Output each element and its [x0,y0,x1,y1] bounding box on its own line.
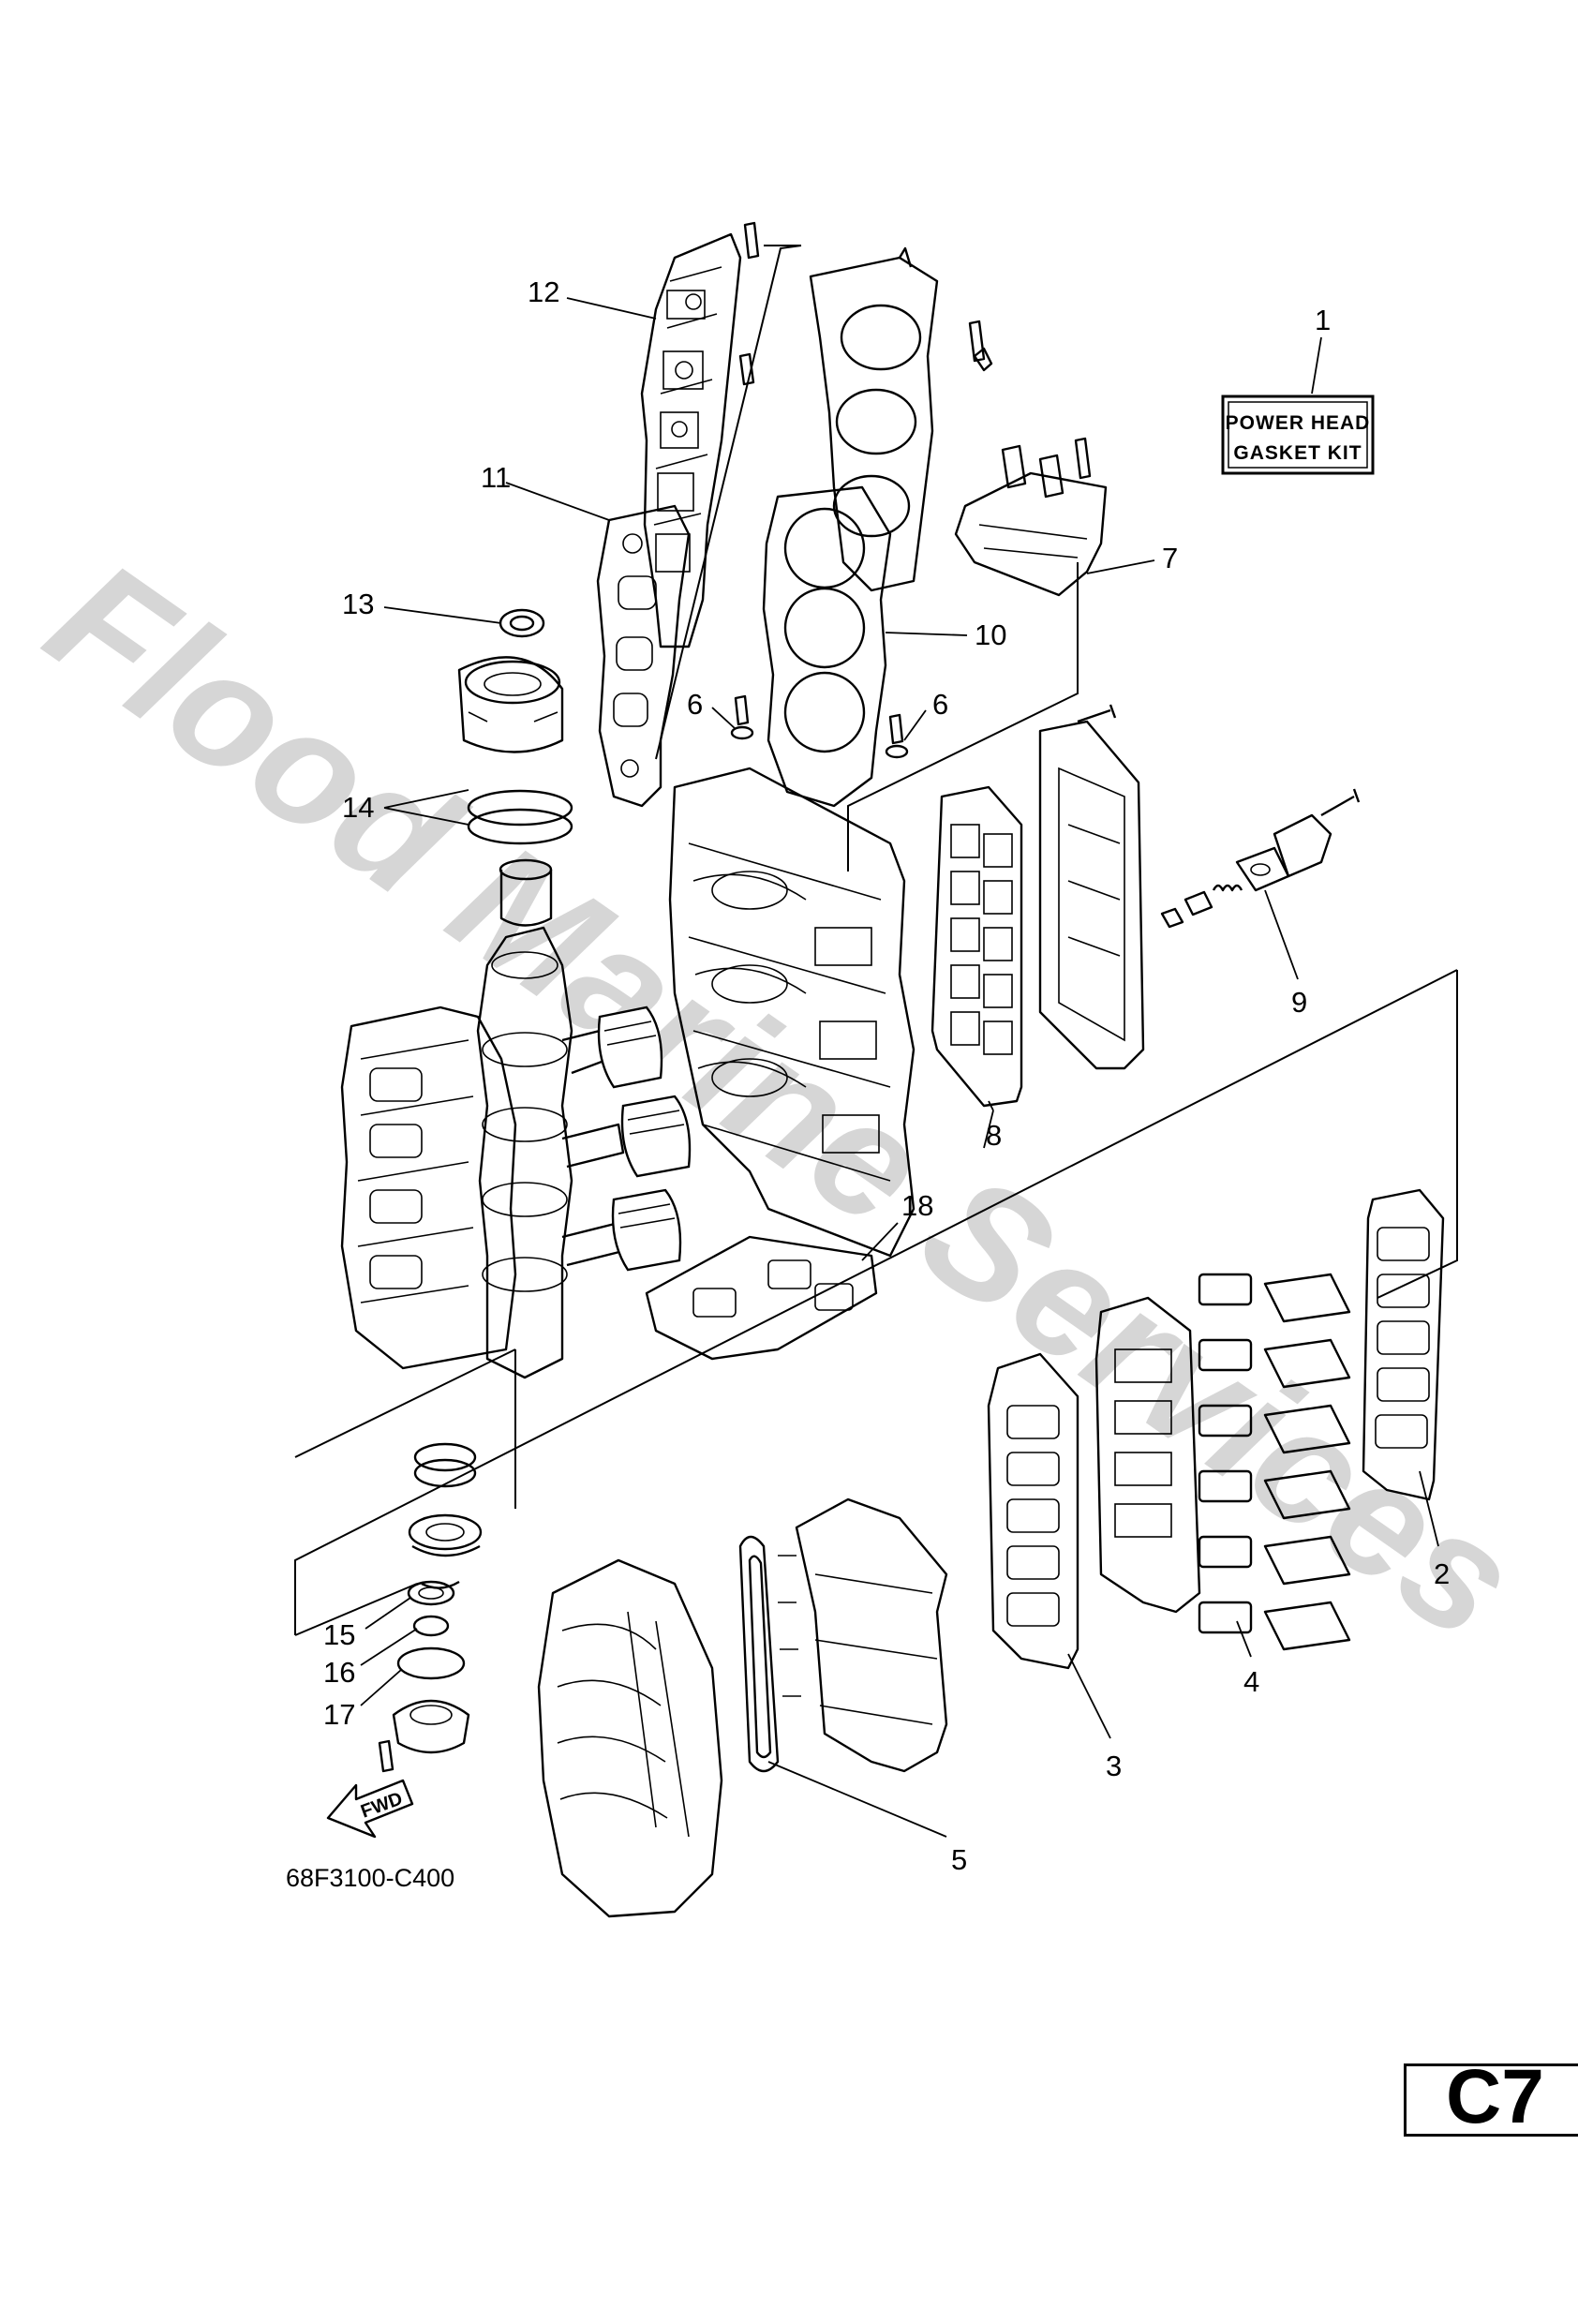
callout-9: 9 [1291,986,1307,1019]
callout-10: 10 [975,618,1006,651]
watermark: Flood Marine Services [17,526,1547,1674]
lower-seal-group [378,1580,470,1773]
cylinder-head [809,246,993,592]
assembly-frame-lines [294,245,1458,1636]
reed-valve-part [1198,1273,1351,1651]
callout-11: 11 [481,461,511,494]
o-rings-part [467,789,573,845]
upper-bearing-housing [457,656,564,753]
page-code: C7 [1446,2054,1544,2139]
callout-16: 16 [323,1656,355,1689]
kit-label-line2: GASKET KIT [1233,442,1362,464]
fwd-arrow-icon: FWD [326,1779,414,1839]
piston-2 [620,1095,692,1178]
callout-numbers: 1 12 11 13 7 10 6 6 14 9 8 18 2 4 3 5 15… [323,276,1450,1876]
page-code-box: C7 [1404,2059,1578,2137]
exhaust-cover-part [640,221,760,648]
callout-4: 4 [1243,1665,1259,1698]
callout-2: 2 [1434,1557,1450,1590]
callout-6a: 6 [687,688,703,721]
cylinder-block [668,767,916,1258]
callout-18: 18 [901,1189,933,1222]
exhaust-gasket-part [596,504,691,808]
diagram-part-code: 68F3100-C400 [286,1864,454,1892]
thermostat-part [1160,788,1361,929]
plate-gasket-part [930,785,1023,1108]
callout-7: 7 [1162,542,1178,574]
callout-14: 14 [342,791,374,824]
kit-label-line1: POWER HEAD [1226,412,1371,434]
gasket-kit-box: POWER HEAD GASKET KIT [1221,395,1375,475]
callout-13: 13 [342,588,374,620]
callout-3: 3 [1106,1750,1122,1782]
head-cover-part [954,437,1108,597]
oil-seal-part [499,608,545,638]
leader-lines [360,297,1439,1838]
silencer-cover [537,1558,723,1918]
head-gasket-part [762,485,892,808]
reed-gasket-part [1362,1188,1445,1501]
cover-plate [1038,704,1145,1070]
intake-gasket-part [987,1352,1079,1670]
callout-17: 17 [323,1698,355,1731]
callout-8: 8 [986,1119,1002,1152]
callout-15: 15 [323,1618,355,1651]
crankcase-half [340,1006,517,1370]
sleeve-part [499,858,553,927]
callout-5: 5 [951,1843,967,1876]
lower-bearing-part [408,1442,483,1589]
watermark-text: Flood Marine Services [17,526,1547,1674]
base-gasket-part [645,1235,878,1361]
piston-3 [611,1188,682,1272]
piston-1 [597,1006,663,1089]
bolt-with-washer-part [730,694,909,759]
callout-1: 1 [1315,304,1331,336]
callout-12: 12 [528,276,559,308]
callout-6b: 6 [932,688,948,721]
intake-manifold [738,1497,948,1773]
reed-valve-plate [1094,1296,1201,1614]
crankshaft-assembly [476,926,692,1379]
